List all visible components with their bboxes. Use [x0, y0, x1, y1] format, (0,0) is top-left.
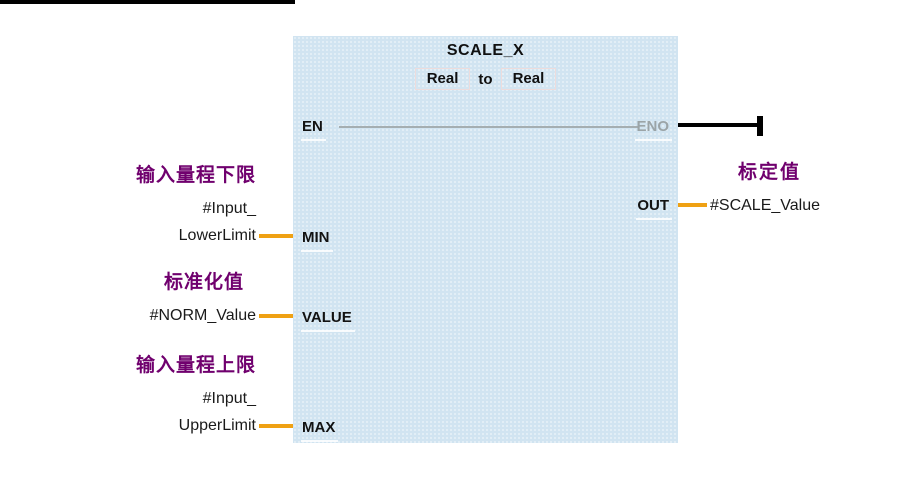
block-title: SCALE_X — [446, 42, 525, 59]
value-operand-value[interactable]: #NORM_Value — [149, 307, 256, 324]
value-operand-comment: 标准化值 — [163, 272, 244, 293]
port-value-label: VALUE — [301, 309, 355, 332]
out-wire-stub — [678, 203, 707, 207]
max-operand-comment: 输入量程上限 — [135, 355, 256, 376]
max-operand-group: 输入量程上限 #Input_ UpperLimit — [20, 353, 256, 439]
type-separator-label: to — [478, 70, 493, 88]
port-min-label: MIN — [301, 229, 332, 252]
min-operand-value-line2[interactable]: LowerLimit — [178, 227, 256, 244]
port-en-label: EN — [301, 118, 326, 141]
out-operand-group: 标定值 #SCALE_Value — [710, 160, 900, 219]
port-max-label: MAX — [300, 419, 339, 442]
scale-x-block[interactable]: SCALE_X Real to Real EN ENO MIN VALUE MA… — [293, 36, 678, 443]
port-out-label: OUT — [636, 197, 672, 220]
left-power-rail-wire — [0, 0, 295, 4]
min-operand-group: 输入量程下限 #Input_ LowerLimit — [20, 163, 256, 249]
out-operand-comment: 标定值 — [738, 162, 802, 183]
min-operand-value-line1[interactable]: #Input_ — [202, 200, 256, 217]
right-power-rail-wire — [678, 123, 760, 127]
type-from-dropdown[interactable]: Real — [414, 68, 471, 90]
type-to-dropdown[interactable]: Real — [500, 68, 557, 90]
min-wire-stub — [259, 234, 293, 238]
value-operand-group: 标准化值 #NORM_Value — [20, 270, 256, 329]
block-type-row: Real to Real — [293, 68, 678, 90]
en-eno-wire — [339, 126, 639, 128]
min-operand-comment: 输入量程下限 — [135, 165, 256, 186]
max-operand-value-line2[interactable]: UpperLimit — [178, 417, 256, 434]
rail-end-terminal — [757, 116, 763, 136]
out-operand-value[interactable]: #SCALE_Value — [710, 197, 820, 214]
port-eno-label: ENO — [635, 118, 672, 141]
max-wire-stub — [259, 424, 293, 428]
max-operand-value-line1[interactable]: #Input_ — [202, 390, 256, 407]
value-wire-stub — [259, 314, 293, 318]
